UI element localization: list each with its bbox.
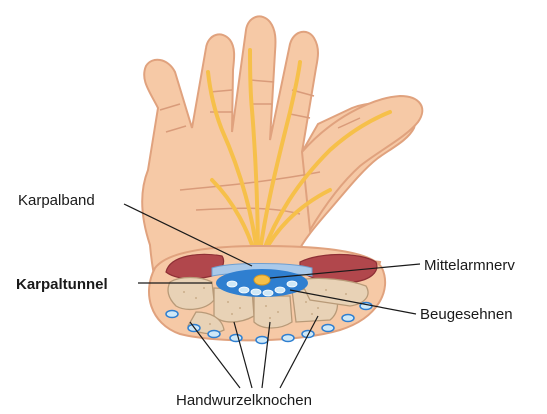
label-karpalband: Karpalband (18, 192, 95, 209)
median-nerve (254, 275, 270, 285)
label-handwurzelknochen: Handwurzelknochen (176, 392, 312, 409)
label-beugesehnen: Beugesehnen (420, 306, 513, 323)
label-mittelarmnerv: Mittelarmnerv (424, 257, 515, 274)
label-karpaltunnel: Karpaltunnel (16, 276, 108, 293)
